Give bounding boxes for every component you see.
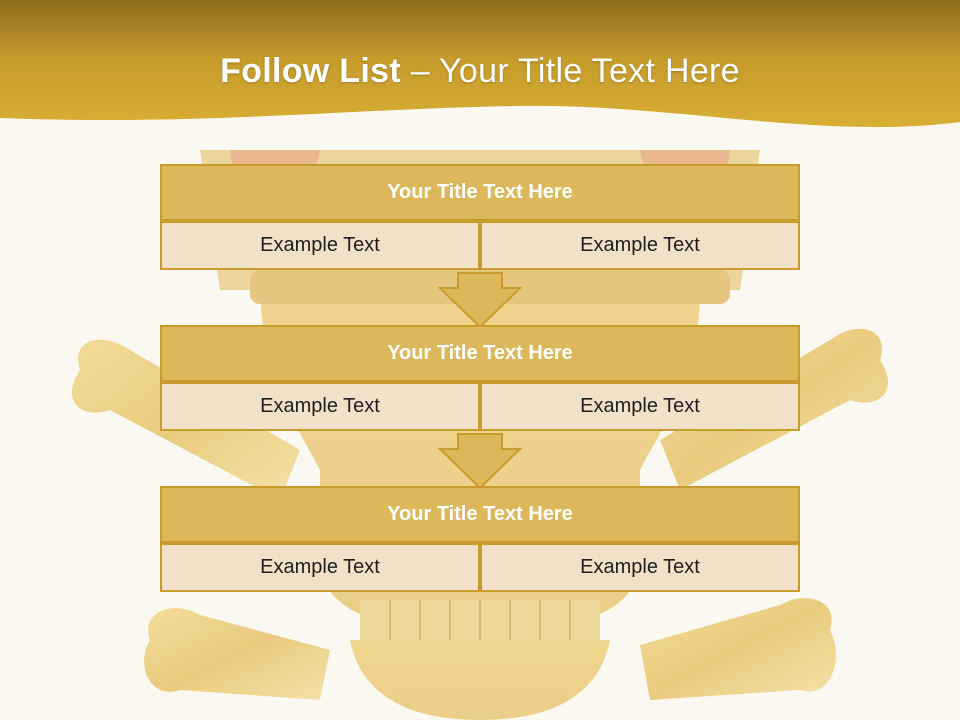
down-arrow-icon bbox=[438, 272, 522, 328]
list-block-2: Your Title Text Here Example Text Exampl… bbox=[160, 325, 800, 431]
slide-title-rest: – Your Title Text Here bbox=[400, 52, 740, 90]
block-cell-left: Example Text bbox=[160, 382, 480, 431]
block-cell-right: Example Text bbox=[480, 221, 800, 270]
block-cell-right: Example Text bbox=[480, 382, 800, 431]
slide-title: Follow List – Your Title Text Here bbox=[0, 52, 960, 91]
block-title: Your Title Text Here bbox=[160, 325, 800, 382]
slide-title-bold: Follow List bbox=[220, 52, 401, 90]
list-block-3: Your Title Text Here Example Text Exampl… bbox=[160, 486, 800, 592]
block-title: Your Title Text Here bbox=[160, 486, 800, 543]
header-band bbox=[0, 0, 960, 128]
block-cell-right: Example Text bbox=[480, 543, 800, 592]
block-title: Your Title Text Here bbox=[160, 164, 800, 221]
list-block-1: Your Title Text Here Example Text Exampl… bbox=[160, 164, 800, 270]
down-arrow-icon bbox=[438, 433, 522, 489]
block-cell-left: Example Text bbox=[160, 221, 480, 270]
block-cell-left: Example Text bbox=[160, 543, 480, 592]
